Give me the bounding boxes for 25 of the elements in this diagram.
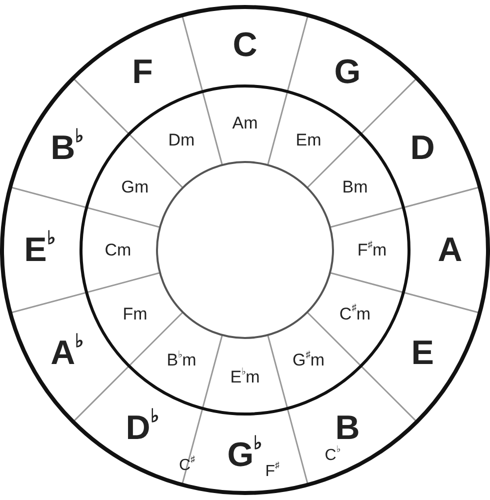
major-key-label: E (411, 336, 434, 370)
major-key-label: F (132, 55, 153, 90)
minor-key-label: Dm (168, 132, 195, 148)
minor-key-label: E$^{♭}$m (230, 368, 260, 386)
major-key-label: B (335, 410, 360, 445)
minor-key-label: G$^{♯}$m (292, 351, 325, 368)
minor-key-label: F$^{♯}$m (357, 242, 387, 258)
minor-key-label: C$^{♯}$m (339, 305, 371, 322)
major-key-label: G (334, 55, 361, 90)
major-key-label: D (410, 130, 435, 164)
enharmonic-key-label: C$^{♯}$ (179, 458, 195, 474)
minor-key-label: Em (296, 132, 322, 148)
major-key-label: C (232, 28, 258, 62)
major-key-label: B$^{♭}$ (50, 130, 84, 164)
minor-key-label: Am (232, 114, 258, 132)
minor-key-label: Cm (104, 242, 132, 258)
minor-key-label: Gm (121, 178, 149, 195)
major-key-label: A$^{♭}$ (50, 336, 84, 370)
enharmonic-key-label: C$^{♭}$ (324, 448, 340, 464)
major-key-label: D$^{♭}$ (126, 410, 160, 445)
minor-key-label: B$^{♭}$m (166, 351, 196, 368)
minor-key-label: Fm (122, 305, 148, 322)
major-key-label: A (438, 233, 462, 267)
enharmonic-key-label: F$^{♯}$ (265, 464, 280, 480)
minor-key-label: Bm (342, 178, 368, 195)
